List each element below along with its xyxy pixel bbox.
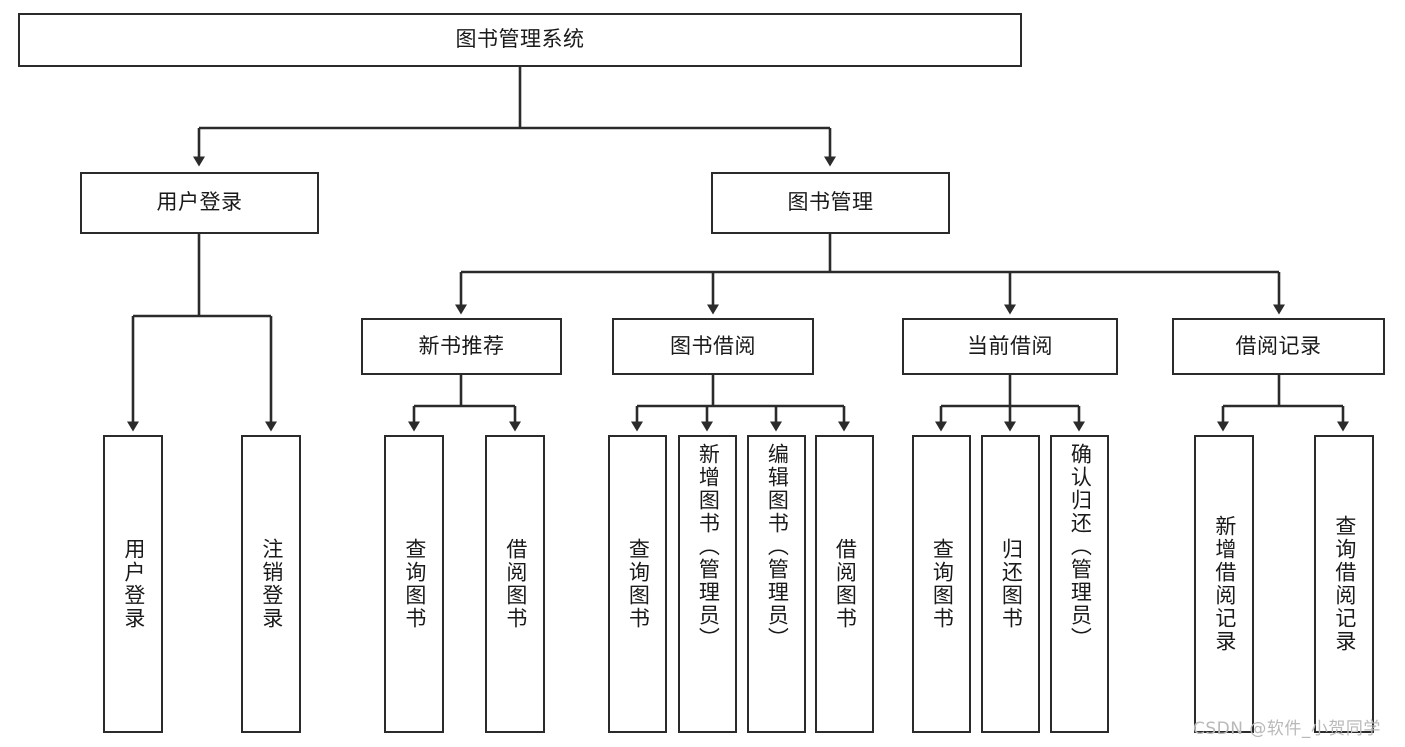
leaf-user-logout[interactable]: 注销登录 — [241, 435, 301, 733]
leaf-user-login[interactable]: 用户登录 — [103, 435, 163, 733]
csdn-watermark: CSDN @软件_小贺同学 — [1193, 719, 1381, 739]
leaf-query-book-1-label: 查询图书 — [402, 538, 427, 630]
node-current-borrow[interactable]: 当前借阅 — [902, 318, 1118, 375]
leaf-query-book-2[interactable]: 查询图书 — [608, 435, 667, 733]
leaf-add-book[interactable]: 新增图书（管理员） — [678, 435, 737, 733]
leaf-query-book-3-label: 查询图书 — [930, 538, 955, 630]
leaf-borrow-book-1[interactable]: 借阅图书 — [485, 435, 545, 733]
leaf-confirm-return-label: 确认归还（管理员） — [1068, 443, 1093, 650]
leaf-borrow-book-1-label: 借阅图书 — [503, 538, 528, 630]
node-new-book-recommend[interactable]: 新书推荐 — [361, 318, 562, 375]
leaf-borrow-book-2-label: 借阅图书 — [833, 538, 858, 630]
leaf-add-record-label: 新增借阅记录 — [1212, 515, 1237, 653]
leaf-query-book-3[interactable]: 查询图书 — [912, 435, 971, 733]
leaf-add-book-label: 新增图书（管理员） — [696, 443, 721, 650]
leaf-query-record-label: 查询借阅记录 — [1332, 515, 1357, 653]
node-root[interactable]: 图书管理系统 — [18, 13, 1022, 67]
leaf-query-book-1[interactable]: 查询图书 — [384, 435, 444, 733]
leaf-query-record[interactable]: 查询借阅记录 — [1314, 435, 1374, 733]
leaf-confirm-return[interactable]: 确认归还（管理员） — [1050, 435, 1109, 733]
leaf-add-record[interactable]: 新增借阅记录 — [1194, 435, 1254, 733]
node-user-login[interactable]: 用户登录 — [80, 172, 319, 234]
node-book-borrow-label: 图书借阅 — [670, 333, 756, 358]
leaf-edit-book[interactable]: 编辑图书（管理员） — [747, 435, 806, 733]
node-book-management-label: 图书管理 — [787, 190, 874, 215]
leaf-user-logout-label: 注销登录 — [259, 538, 284, 630]
node-root-label: 图书管理系统 — [455, 27, 585, 52]
leaf-return-book-label: 归还图书 — [999, 538, 1024, 630]
leaf-return-book[interactable]: 归还图书 — [981, 435, 1040, 733]
leaf-query-book-2-label: 查询图书 — [626, 538, 651, 630]
node-book-borrow[interactable]: 图书借阅 — [612, 318, 814, 375]
leaf-user-login-label: 用户登录 — [121, 538, 146, 630]
node-new-book-recommend-label: 新书推荐 — [418, 333, 505, 358]
leaf-edit-book-label: 编辑图书（管理员） — [765, 443, 790, 650]
node-borrow-record-label: 借阅记录 — [1235, 333, 1322, 358]
node-current-borrow-label: 当前借阅 — [967, 333, 1053, 358]
node-user-login-label: 用户登录 — [156, 190, 243, 215]
node-borrow-record[interactable]: 借阅记录 — [1172, 318, 1385, 375]
node-book-management[interactable]: 图书管理 — [711, 172, 950, 234]
leaf-borrow-book-2[interactable]: 借阅图书 — [815, 435, 874, 733]
